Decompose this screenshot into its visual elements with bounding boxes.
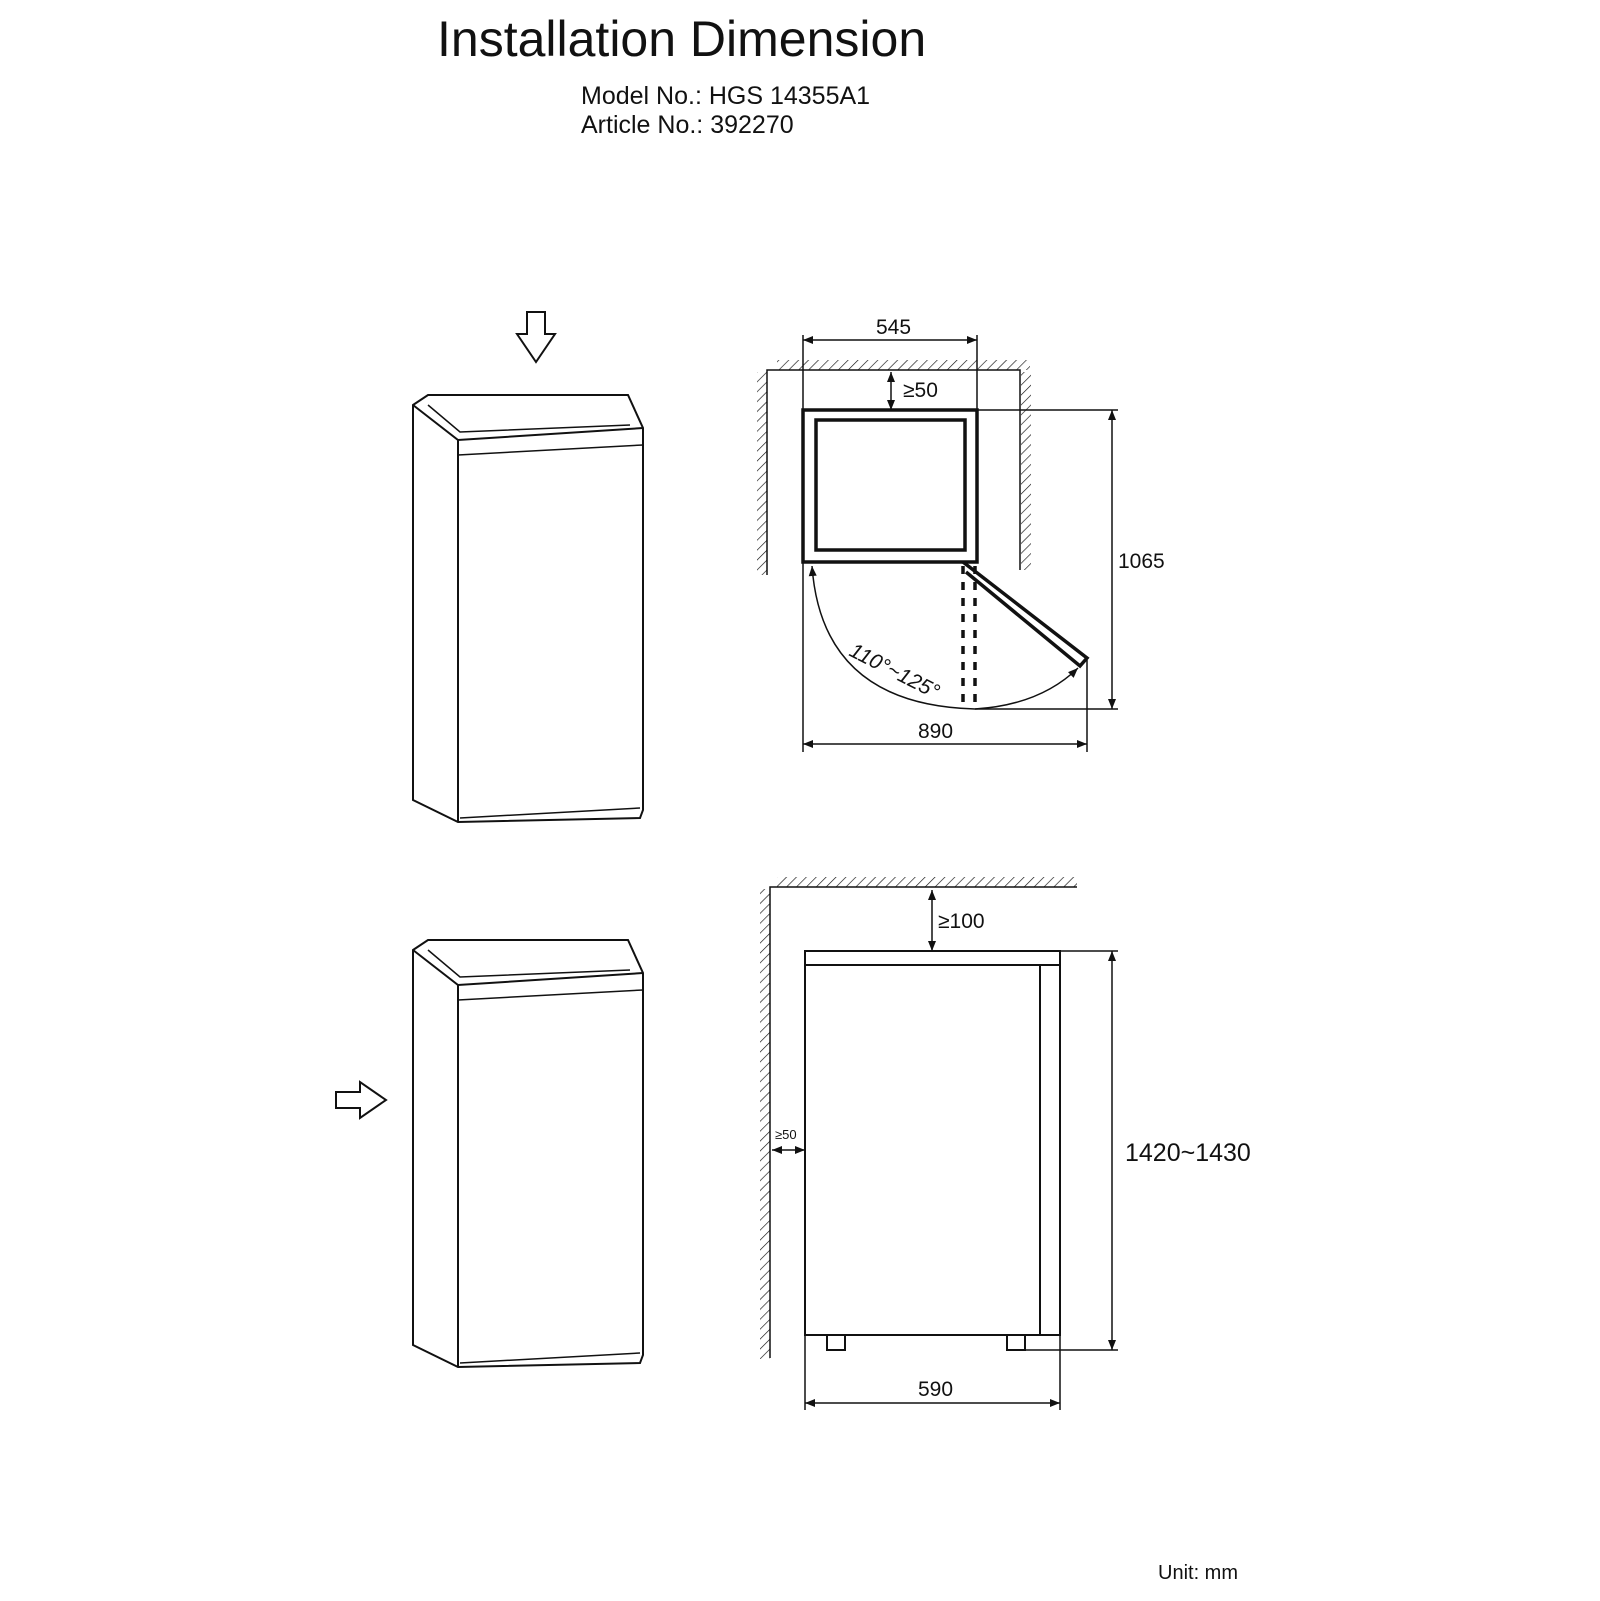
fridge-perspective-top <box>412 311 644 824</box>
side-clearance-label: ≥50 <box>775 1127 797 1142</box>
side-view-diagram: ≥100 ≥50 1420~1430 590 <box>760 877 1251 1410</box>
back-clearance-label: ≥50 <box>903 379 938 402</box>
width-545-label: 545 <box>876 316 911 339</box>
unit-label: Unit: mm <box>1158 1562 1238 1584</box>
right-arrow-icon <box>335 1080 388 1120</box>
top-view-diagram: 545 ≥50 1065 890 110°~125° <box>757 316 1165 752</box>
model-number: Model No.: HGS 14355A1 <box>581 82 870 110</box>
page-title: Installation Dimension <box>437 11 926 67</box>
depth-1065-label: 1065 <box>1118 550 1165 573</box>
top-clearance-label: ≥100 <box>938 910 985 933</box>
width-890-label: 890 <box>918 720 953 743</box>
width-590-label: 590 <box>918 1378 953 1401</box>
fridge-perspective-side <box>412 939 644 1369</box>
height-label: 1420~1430 <box>1125 1139 1251 1167</box>
article-number: Article No.: 392270 <box>581 111 794 139</box>
down-arrow-icon <box>515 311 557 364</box>
